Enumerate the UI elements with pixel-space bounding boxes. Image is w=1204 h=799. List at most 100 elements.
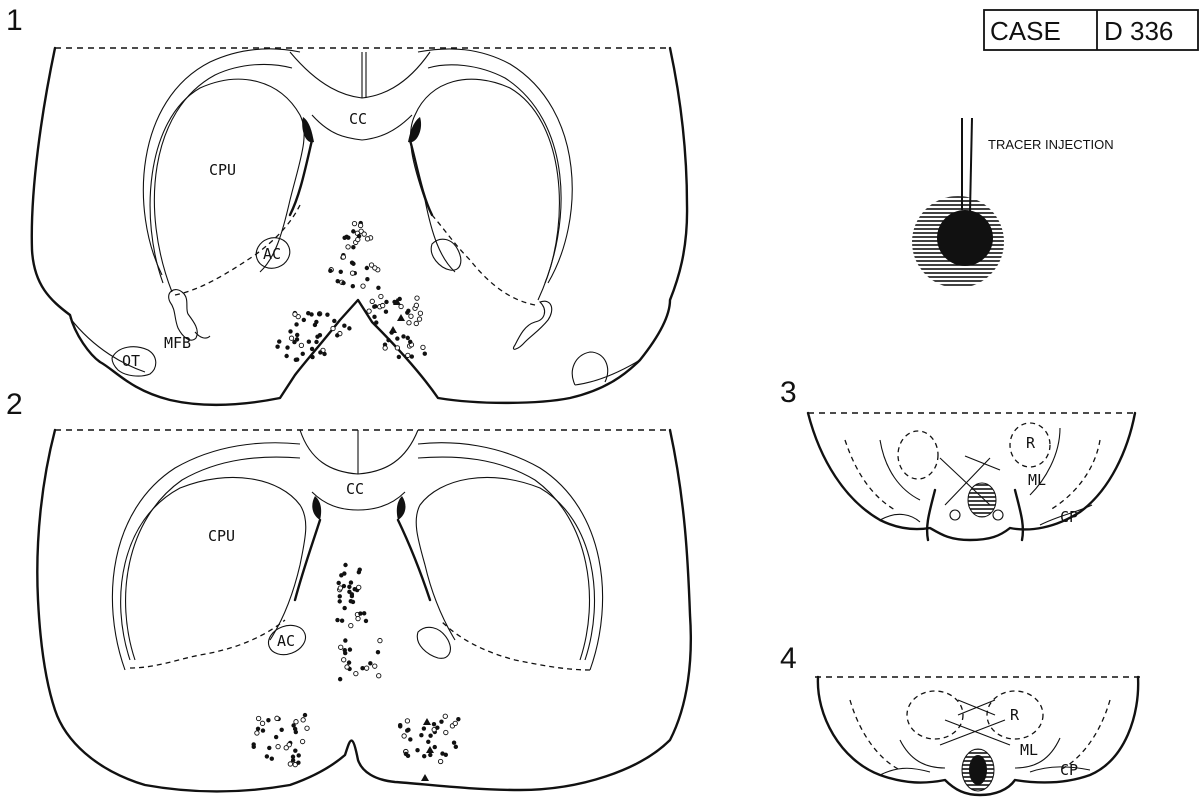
neuron-filled-marker (335, 333, 339, 337)
neuron-filled-marker (406, 728, 410, 732)
section-3-label-cp: CP (1060, 508, 1078, 526)
neuron-open-marker (370, 299, 374, 303)
neuron-filled-marker (306, 311, 310, 315)
neuron-open-marker (276, 744, 280, 748)
neuron-filled-marker (362, 611, 366, 615)
neuron-filled-marker (351, 284, 355, 288)
neuron-filled-marker (279, 728, 283, 732)
neuron-open-marker (383, 346, 387, 350)
neuron-open-marker (405, 719, 409, 723)
neuron-filled-marker (384, 300, 388, 304)
neuron-open-marker (305, 726, 309, 730)
neuron-filled-marker (423, 352, 427, 356)
section-1-label-ot: OT (122, 352, 140, 370)
neuron-filled-marker (325, 312, 329, 316)
neuron-filled-marker (297, 753, 301, 757)
neuron-open-marker (289, 336, 293, 340)
neuron-open-marker (346, 245, 350, 249)
neuron-filled-marker (428, 733, 432, 737)
neuron-open-marker (379, 294, 383, 298)
neuron-filled-marker (364, 619, 368, 623)
neuron-filled-marker (293, 727, 297, 731)
neuron-filled-marker (332, 319, 336, 323)
neuron-filled-marker (349, 599, 353, 603)
neuron-filled-marker (336, 279, 340, 283)
section-2-label-cc: CC (346, 480, 364, 498)
neuron-open-marker (256, 716, 260, 720)
tracer-injection-legend: TRACER INJECTION (912, 118, 1114, 288)
neuron-filled-marker (277, 339, 281, 343)
neuron-open-marker (444, 730, 448, 734)
neuron-filled-marker (343, 651, 347, 655)
section-1-ot-right (572, 352, 607, 385)
neuron-filled-marker (335, 618, 339, 622)
neuron-open-marker (260, 721, 264, 725)
neuron-open-marker (341, 255, 345, 259)
neuron-filled-marker (347, 590, 351, 594)
neuron-open-marker (453, 721, 457, 725)
neuron-open-marker (293, 312, 297, 316)
neuron-open-marker (362, 232, 366, 236)
neuron-filled-marker (422, 726, 426, 730)
section-3-label-ml: ML (1028, 471, 1046, 489)
neuron-filled-marker (261, 728, 265, 732)
neuron-filled-marker (404, 752, 408, 756)
neuron-open-marker (418, 311, 422, 315)
neuron-filled-marker (339, 270, 343, 274)
neuron-filled-marker (398, 724, 402, 728)
neuron-filled-marker (374, 320, 378, 324)
section-1-label-cc: CC (349, 110, 367, 128)
neuron-filled-marker (292, 340, 296, 344)
section-2-label-cpu: CPU (208, 527, 235, 545)
neuron-filled-marker (338, 677, 342, 681)
neuron-triangle-marker (397, 314, 405, 321)
neuron-open-marker (377, 674, 381, 678)
neuron-filled-marker (270, 757, 274, 761)
neuron-filled-marker (439, 719, 443, 723)
neuron-filled-marker (348, 647, 352, 651)
neuron-filled-marker (351, 262, 355, 266)
neuron-filled-marker (406, 309, 410, 313)
neuron-filled-marker (376, 286, 380, 290)
neuron-filled-marker (339, 573, 343, 577)
neuron-filled-marker (293, 748, 297, 752)
neuron-filled-marker (265, 754, 269, 758)
section-1-ac-right (431, 239, 461, 270)
neuron-filled-marker (256, 727, 260, 731)
neuron-filled-marker (347, 660, 351, 664)
section-4-label-r: R (1010, 706, 1020, 724)
neuron-filled-marker (307, 340, 311, 344)
neuron-open-marker (357, 585, 361, 589)
neuron-filled-marker (452, 741, 456, 745)
neuron-filled-marker (252, 745, 256, 749)
neuron-open-marker (407, 321, 411, 325)
neuron-open-marker (414, 303, 418, 307)
neuron-filled-marker (342, 584, 346, 588)
section-1-labeled-neurons (275, 221, 427, 362)
neuron-filled-marker (435, 726, 439, 730)
section-4: 4 R ML CP (780, 642, 1140, 795)
section-2-ventricle-right (397, 496, 406, 520)
section-3-label-r: R (1026, 434, 1036, 452)
section-1-label-cpu: CPU (209, 161, 236, 179)
neuron-filled-marker (365, 266, 369, 270)
section-4-label-ml: ML (1020, 741, 1038, 759)
neuron-filled-marker (350, 594, 354, 598)
neuron-open-marker (380, 303, 384, 307)
neuron-open-marker (369, 263, 373, 267)
neuron-open-marker (352, 221, 356, 225)
neuron-filled-marker (313, 323, 317, 327)
neuron-filled-marker (294, 358, 298, 362)
neuron-filled-marker (285, 345, 289, 349)
neuron-filled-marker (351, 245, 355, 249)
neuron-filled-marker (358, 611, 362, 615)
section-1-mfb-left (169, 290, 198, 340)
neuron-filled-marker (342, 324, 346, 328)
neuron-filled-marker (456, 717, 460, 721)
neuron-filled-marker (408, 340, 412, 344)
neuron-filled-marker (295, 333, 299, 337)
section-1-label-ac: AC (263, 245, 281, 263)
case-box: CASE D 336 (984, 10, 1198, 50)
neuron-filled-marker (317, 312, 321, 316)
neuron-filled-marker (347, 326, 351, 330)
